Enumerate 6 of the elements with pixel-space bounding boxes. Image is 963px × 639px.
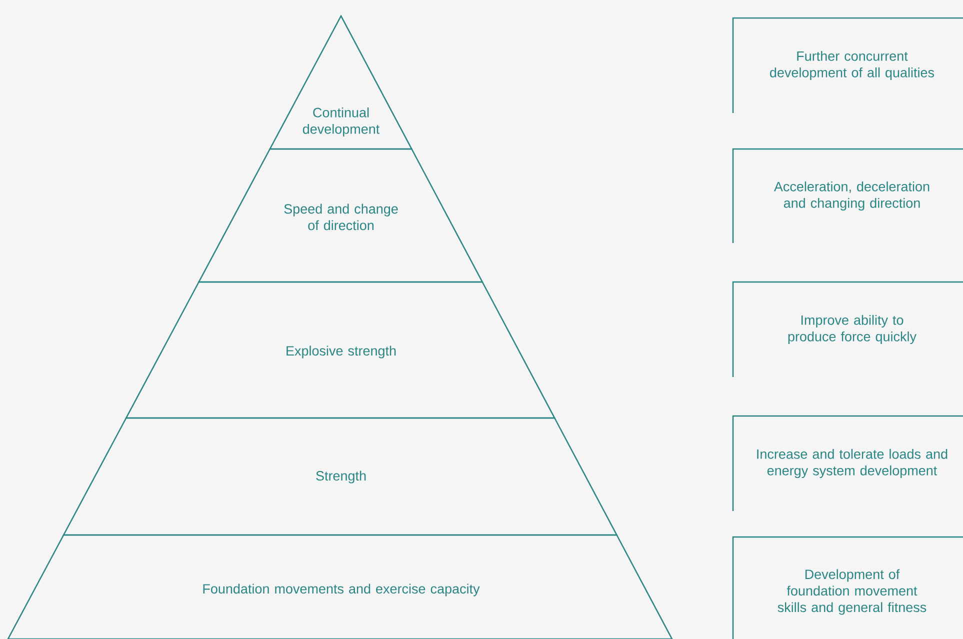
- description-box: Improve ability to produce force quickly: [732, 281, 963, 377]
- description-box: Development of foundation movement skills and general fitness: [732, 536, 963, 639]
- description-box: Increase and tolerate loads and energy system development: [732, 415, 963, 511]
- pyramid-tier: Strength: [62, 417, 618, 536]
- description-box: Further concurrent development of all qualities: [732, 17, 963, 113]
- description-box: Acceleration, deceleration and changing direction: [732, 148, 963, 243]
